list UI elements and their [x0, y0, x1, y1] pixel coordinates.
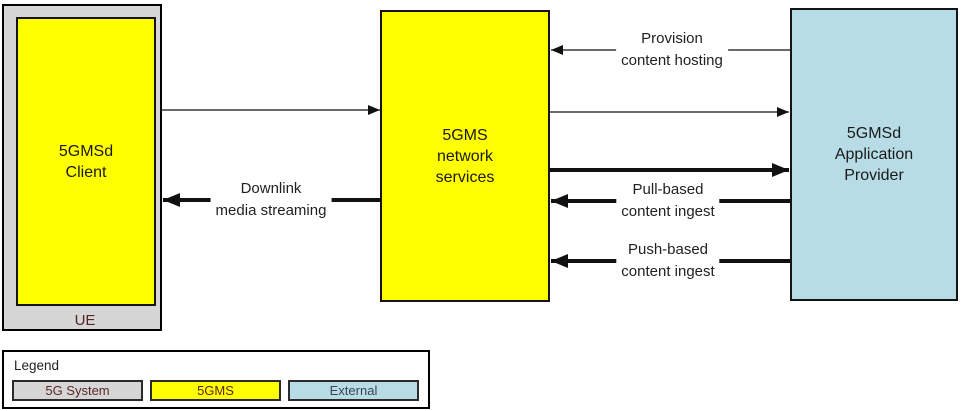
- legend-item-5gms: 5GMS: [150, 380, 281, 401]
- 5gmsd-application-provider-label: 5GMSd Application Provider: [834, 125, 914, 184]
- 5gms-network-services-label: 5GMS network services: [435, 126, 495, 186]
- pull-based-content-ingest-label: Pull-based content ingest: [616, 178, 720, 224]
- legend-item-5g-system: 5G System: [12, 380, 143, 401]
- legend-item-external: External: [288, 380, 419, 401]
- 5gmsd-application-provider-box: 5GMSd Application Provider: [790, 8, 958, 301]
- legend-item-5g-system-label: 5G System: [45, 383, 110, 398]
- push-based-content-ingest-label: Push-based content ingest: [616, 238, 720, 284]
- 5gmsd-client-label: 5GMSd Client: [58, 142, 114, 181]
- ue-label: UE: [74, 312, 96, 329]
- 5gms-network-services-box: 5GMS network services: [380, 10, 550, 302]
- legend-title: Legend: [14, 358, 60, 373]
- ue-box: 5GMSd Client UE: [2, 4, 162, 331]
- 5gmsd-client-box: 5GMSd Client: [16, 17, 156, 306]
- legend-item-external-label: External: [329, 383, 378, 398]
- legend-box: Legend 5G System 5GMS External: [2, 350, 430, 409]
- legend-item-5gms-label: 5GMS: [197, 383, 234, 398]
- downlink-media-streaming-label: Downlink media streaming: [210, 177, 332, 223]
- provision-content-hosting-label: Provision content hosting: [616, 27, 728, 73]
